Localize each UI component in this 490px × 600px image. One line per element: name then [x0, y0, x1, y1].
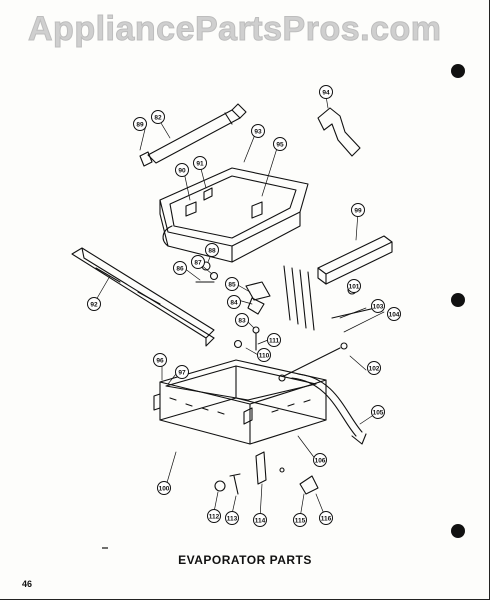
- callout-114-text: 114: [255, 517, 266, 524]
- callout-89: 89: [133, 117, 147, 131]
- bottom-hardware-part: [214, 451, 319, 495]
- callout-101-text: 101: [349, 283, 360, 290]
- callout-86: 86: [173, 261, 187, 275]
- callout-85-text: 85: [228, 281, 236, 288]
- callout-113: 113: [225, 511, 239, 525]
- callout-87: 87: [191, 255, 205, 269]
- callout-96-text: 96: [156, 357, 164, 364]
- drip-tray-part: [153, 359, 327, 445]
- diagram-caption: EVAPORATOR PARTS: [178, 553, 312, 567]
- callout-89-text: 89: [136, 121, 144, 128]
- callout-92: 92: [87, 297, 101, 311]
- callout-115: 115: [293, 513, 307, 527]
- callout-86-text: 86: [176, 265, 184, 272]
- callout-113-text: 113: [227, 515, 238, 522]
- callout-97-text: 97: [178, 369, 186, 376]
- callout-91-text: 91: [196, 160, 204, 167]
- callout-91: 91: [193, 156, 207, 170]
- callout-110: 110: [257, 348, 271, 362]
- callout-102-text: 102: [369, 365, 380, 372]
- binder-hole-bottom: [451, 524, 465, 538]
- callout-104: 104: [387, 307, 401, 321]
- evaporator-pan-part: [159, 167, 309, 263]
- callout-85: 85: [225, 277, 239, 291]
- callout-88: 88: [205, 243, 219, 257]
- callout-92-text: 92: [90, 301, 98, 308]
- callout-112: 112: [207, 509, 221, 523]
- callout-82-top: 82: [151, 110, 165, 124]
- callout-95: 95: [273, 137, 287, 151]
- drain-tube-part: [291, 373, 367, 445]
- callout-101: 101: [347, 279, 361, 293]
- callout-96: 96: [153, 353, 167, 367]
- callout-88-text: 88: [208, 247, 216, 254]
- callout-100: 100: [157, 481, 171, 495]
- callout-103-text: 103: [373, 303, 384, 310]
- callout-84: 84: [227, 295, 241, 309]
- callout-112-text: 112: [209, 513, 220, 520]
- callout-93-text: 93: [254, 128, 262, 135]
- callout-105: 105: [371, 405, 385, 419]
- callout-116-text: 116: [321, 515, 332, 522]
- callout-87-text: 87: [194, 259, 202, 266]
- rail-part: [71, 247, 215, 347]
- binder-hole-top: [451, 64, 465, 78]
- callout-99-text: 99: [354, 207, 362, 214]
- callout-84-text: 84: [230, 299, 238, 306]
- small-hardware-part: [195, 261, 357, 351]
- callout-103: 103: [371, 299, 385, 313]
- callout-105-text: 105: [373, 409, 384, 416]
- callout-110-text: 110: [259, 352, 270, 359]
- callout-90-text: 90: [178, 167, 186, 174]
- callout-102: 102: [367, 361, 381, 375]
- callout-111: 111: [267, 333, 281, 347]
- callout-93: 93: [251, 124, 265, 138]
- angle-strip-part: [317, 235, 393, 285]
- callout-83: 83: [235, 313, 249, 327]
- callout-106: 106: [313, 453, 327, 467]
- callout-97: 97: [175, 365, 189, 379]
- leader-lines: [95, 95, 385, 519]
- tube-part: [139, 103, 247, 167]
- callout-99: 99: [351, 203, 365, 217]
- callout-115-text: 115: [295, 517, 306, 524]
- page-number: 46: [22, 579, 33, 589]
- callout-label-group: 89 82 94 93 95 90 91 99 92 88 87 86 85 8…: [87, 85, 401, 527]
- callout-94-text: 94: [322, 89, 330, 96]
- callout-114: 114: [253, 513, 267, 527]
- callout-83-text: 83: [238, 317, 246, 324]
- callout-111-text: 111: [269, 337, 280, 344]
- callout-94: 94: [319, 85, 333, 99]
- callout-90: 90: [175, 163, 189, 177]
- callout-104-text: 104: [389, 311, 400, 318]
- bracket-part: [317, 107, 361, 157]
- callout-100-text: 100: [159, 485, 170, 492]
- binder-hole-middle: [451, 293, 465, 307]
- callout-116: 116: [319, 511, 333, 525]
- callout-106-text: 106: [315, 457, 326, 464]
- callout-82-top-text: 82: [154, 114, 162, 121]
- callout-95-text: 95: [276, 141, 284, 148]
- watermark-logo: AppliancePartsPros.com: [27, 10, 442, 49]
- rod-set-part: [283, 265, 315, 331]
